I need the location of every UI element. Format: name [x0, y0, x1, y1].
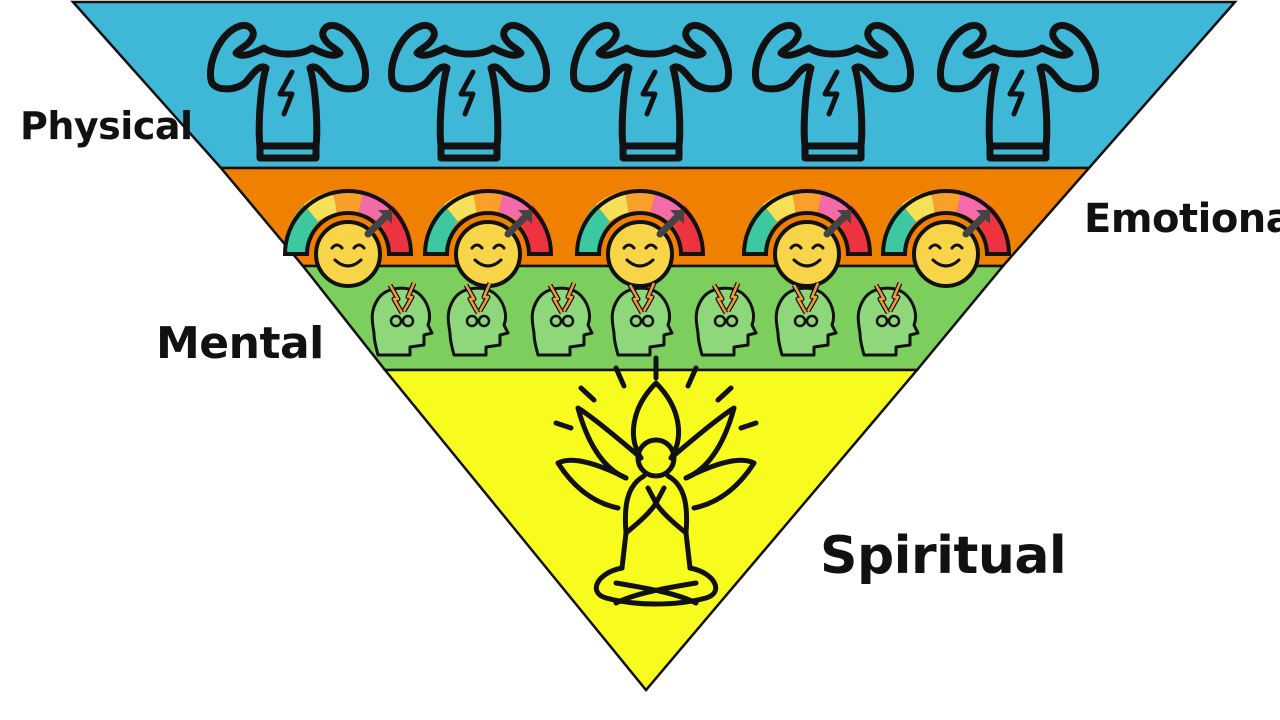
- spiritual-layer: [382, 368, 920, 692]
- physical-label: Physical: [20, 104, 193, 148]
- mental-label: Mental: [156, 318, 324, 369]
- emotional-label: Emotional: [1084, 196, 1280, 242]
- spiritual-label: Spiritual: [820, 526, 1067, 586]
